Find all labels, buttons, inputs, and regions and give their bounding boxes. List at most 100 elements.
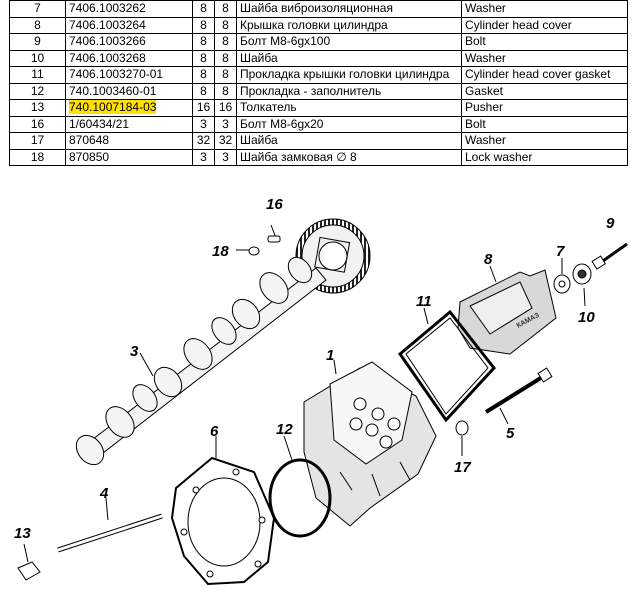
- position-cell: 11: [9, 66, 66, 84]
- callouts: 16 18 3 9 7 8 10 11 1 5 6 12 17 4 13: [14, 196, 615, 542]
- position-cell: 16: [9, 115, 66, 133]
- quantity-cell: 8: [214, 82, 237, 100]
- position-cell: 8: [9, 16, 66, 34]
- name-en-cell: Pusher: [461, 99, 628, 117]
- callout-12: 12: [276, 421, 293, 438]
- highlighted-part-number: 740.1007184-03: [69, 100, 157, 115]
- part-number-cell: 870648: [65, 132, 193, 150]
- name-ru-cell: Шайба: [236, 132, 462, 150]
- part-number: 7406.1003268: [69, 50, 146, 65]
- quantity-cell: 32: [192, 132, 215, 150]
- part-8-cylinder-head-cover: КАМАЗ: [457, 265, 557, 355]
- name-ru-cell: Шайба: [236, 49, 462, 67]
- part-number: 7406.1003270-01: [69, 67, 164, 82]
- quantity-cell: 8: [192, 66, 215, 84]
- part-10-washer: [572, 263, 592, 307]
- quantity-cell: 3: [214, 148, 237, 166]
- position-cell: 10: [9, 49, 66, 67]
- name-en-cell: Bolt: [461, 115, 628, 133]
- name-ru-cell: Шайба замковая ∅ 8: [236, 148, 462, 166]
- position-cell: 13: [9, 99, 66, 117]
- callout-18: 18: [212, 243, 229, 260]
- quantity-cell: 8: [214, 33, 237, 51]
- part-7-washer: [553, 258, 571, 294]
- part-number: 870648: [69, 133, 110, 148]
- part-number-cell: 7406.1003270-01: [65, 66, 193, 84]
- part-number: 7406.1003264: [69, 17, 146, 32]
- quantity-cell: 8: [192, 16, 215, 34]
- callout-13: 13: [14, 525, 31, 542]
- name-ru-cell: Толкатель: [236, 99, 462, 117]
- quantity-cell: 3: [214, 115, 237, 133]
- name-en-cell: Cylinder head cover gasket: [461, 66, 628, 84]
- name-en-cell: Bolt: [461, 33, 628, 51]
- position-cell: 18: [9, 148, 66, 166]
- position-cell: 9: [9, 33, 66, 51]
- callout-7: 7: [556, 243, 565, 260]
- part-number: 7406.1003266: [69, 34, 146, 49]
- quantity-cell: 8: [214, 16, 237, 34]
- part-number-cell: 7406.1003262: [65, 0, 193, 18]
- part-12-gasket-ring: [268, 435, 332, 538]
- part-3-camshaft: [75, 218, 371, 466]
- part-1-cylinder-head: [303, 359, 437, 527]
- quantity-cell: 16: [214, 99, 237, 117]
- part-number-cell: 7406.1003264: [65, 16, 193, 34]
- quantity-cell: 32: [214, 132, 237, 150]
- name-en-cell: Gasket: [461, 82, 628, 100]
- quantity-cell: 8: [214, 0, 237, 18]
- callout-8: 8: [484, 251, 493, 268]
- part-number: 870850: [69, 149, 110, 164]
- part-17-washer: [455, 420, 469, 456]
- part-5-bolt: [484, 367, 553, 425]
- part-13-pusher: [17, 543, 41, 581]
- callout-3: 3: [130, 343, 139, 360]
- exploded-assembly-diagram: КАМАЗ: [14, 196, 628, 586]
- quantity-cell: 8: [192, 0, 215, 18]
- part-number-cell: 740.1007184-03: [65, 99, 193, 117]
- name-ru-cell: Шайба виброизоляционная: [236, 0, 462, 18]
- position-cell: 12: [9, 82, 66, 100]
- callout-4: 4: [99, 485, 109, 502]
- name-ru-cell: Крышка головки цилиндра: [236, 16, 462, 34]
- callout-17: 17: [454, 459, 471, 476]
- name-en-cell: Washer: [461, 0, 628, 18]
- name-ru-cell: Прокладка крышки головки цилиндра: [236, 66, 462, 84]
- position-cell: 17: [9, 132, 66, 150]
- quantity-cell: 3: [192, 115, 215, 133]
- callout-9: 9: [606, 215, 615, 232]
- name-en-cell: Washer: [461, 49, 628, 67]
- name-ru-cell: Болт М8-6gx20: [236, 115, 462, 133]
- part-number: 7406.1003262: [69, 1, 146, 16]
- callout-11: 11: [416, 293, 432, 310]
- quantity-cell: 8: [214, 49, 237, 67]
- quantity-cell: 8: [192, 49, 215, 67]
- callout-10: 10: [578, 309, 595, 326]
- callout-1: 1: [326, 347, 334, 364]
- position-cell: 7: [9, 0, 66, 18]
- part-number-cell: 7406.1003268: [65, 49, 193, 67]
- part-number: 740.1003460-01: [69, 83, 157, 98]
- part-9-long-bolt: [591, 242, 628, 270]
- quantity-cell: 16: [192, 99, 215, 117]
- callout-16: 16: [266, 196, 283, 213]
- part-6-cylinder-head-gasket: [170, 436, 276, 586]
- part-11-cover-gasket: [397, 307, 496, 423]
- part-number: 1/60434/21: [69, 116, 130, 131]
- quantity-cell: 8: [192, 33, 215, 51]
- name-ru-cell: Болт М8-6gx100: [236, 33, 462, 51]
- name-en-cell: Lock washer: [461, 148, 628, 166]
- part-16-bolt: [267, 224, 281, 243]
- part-number-cell: 7406.1003266: [65, 33, 193, 51]
- name-en-cell: Washer: [461, 132, 628, 150]
- part-18-lock-washer: [236, 246, 260, 256]
